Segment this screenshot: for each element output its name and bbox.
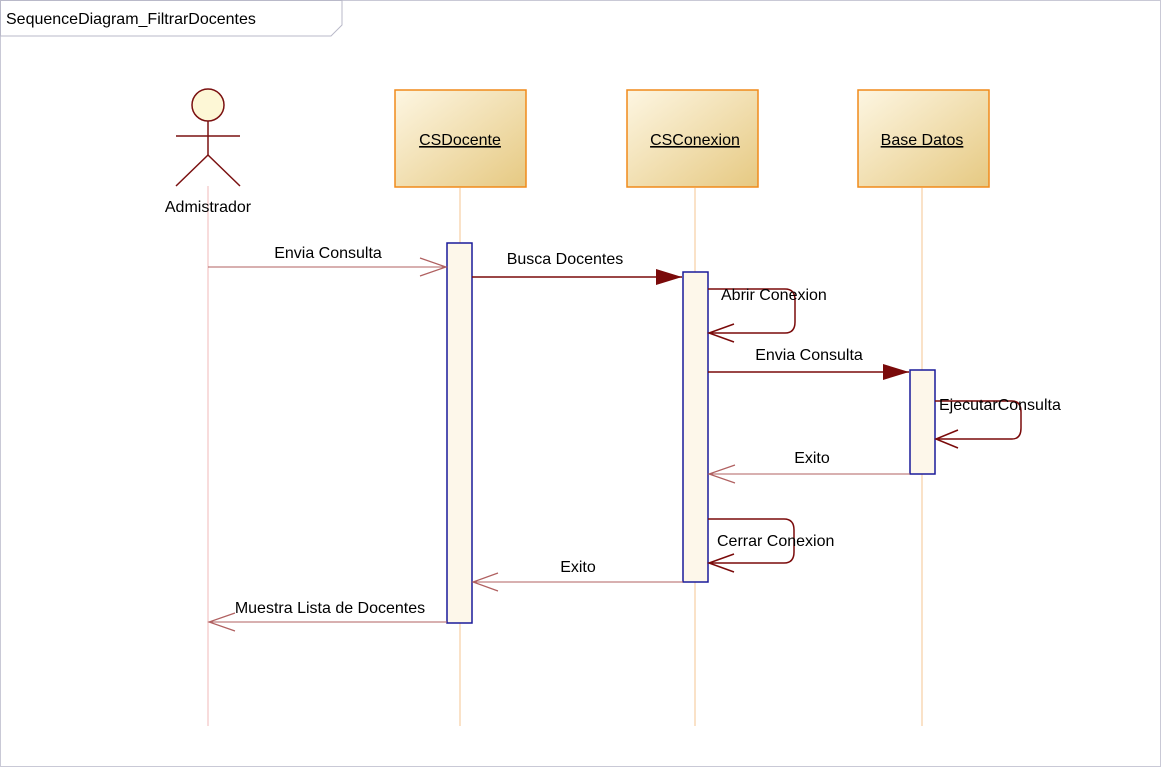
open-arrowhead-icon — [707, 464, 736, 484]
actor-admistrador[interactable]: Admistrador — [165, 88, 252, 216]
open-arrowhead-icon — [471, 572, 499, 592]
object-label-base-datos: Base Datos — [881, 132, 964, 149]
object-label-csdocente: CSDocente — [419, 132, 501, 149]
actor-label: Admistrador — [165, 199, 252, 216]
actor-left-leg — [175, 154, 209, 187]
message-label: Busca Docentes — [507, 251, 624, 268]
open-arrowhead-icon — [934, 429, 959, 449]
diagram-title: SequenceDiagram_FiltrarDocentes — [6, 11, 256, 28]
message-label: Muestra Lista de Docentes — [235, 600, 425, 617]
open-arrowhead-icon — [706, 553, 735, 573]
message-envia-consulta-2[interactable]: Envia Consulta — [708, 347, 909, 380]
activation-csdocente — [446, 242, 473, 624]
message-cerrar-conexion[interactable]: Cerrar Conexion — [706, 518, 834, 573]
message-muestra-lista-de-docentes[interactable]: Muestra Lista de Docentes — [207, 600, 447, 632]
activation-csconexion — [682, 271, 709, 583]
actor-right-leg — [207, 154, 241, 187]
open-arrowhead-icon — [207, 612, 236, 632]
open-arrowhead-icon — [419, 257, 448, 277]
filled-arrowhead-icon — [883, 364, 909, 380]
message-exito-2[interactable]: Exito — [471, 559, 683, 592]
message-exito-1[interactable]: Exito — [707, 450, 910, 484]
message-label: Envia Consulta — [755, 347, 863, 364]
object-csdocente[interactable]: CSDocente — [394, 89, 527, 188]
filled-arrowhead-icon — [656, 269, 682, 285]
open-arrowhead-icon — [706, 323, 735, 343]
message-label: Envia Consulta — [274, 245, 382, 262]
actor-head-icon — [191, 88, 225, 122]
message-label: Cerrar Conexion — [717, 533, 834, 550]
object-csconexion[interactable]: CSConexion — [626, 89, 759, 188]
message-label: Abrir Conexion — [721, 287, 827, 304]
object-base-datos[interactable]: Base Datos — [857, 89, 990, 188]
activation-base-datos — [909, 369, 936, 475]
message-label: Exito — [560, 559, 596, 576]
message-label: EjecutarConsulta — [939, 397, 1061, 414]
object-label-csconexion: CSConexion — [650, 132, 740, 149]
message-busca-docentes[interactable]: Busca Docentes — [472, 251, 682, 285]
message-ejecutar-consulta[interactable]: EjecutarConsulta — [934, 397, 1061, 449]
message-abrir-conexion[interactable]: Abrir Conexion — [706, 287, 827, 343]
message-label: Exito — [794, 450, 830, 467]
message-envia-consulta-1[interactable]: Envia Consulta — [208, 245, 448, 277]
diagram-title-tab — [0, 0, 343, 37]
